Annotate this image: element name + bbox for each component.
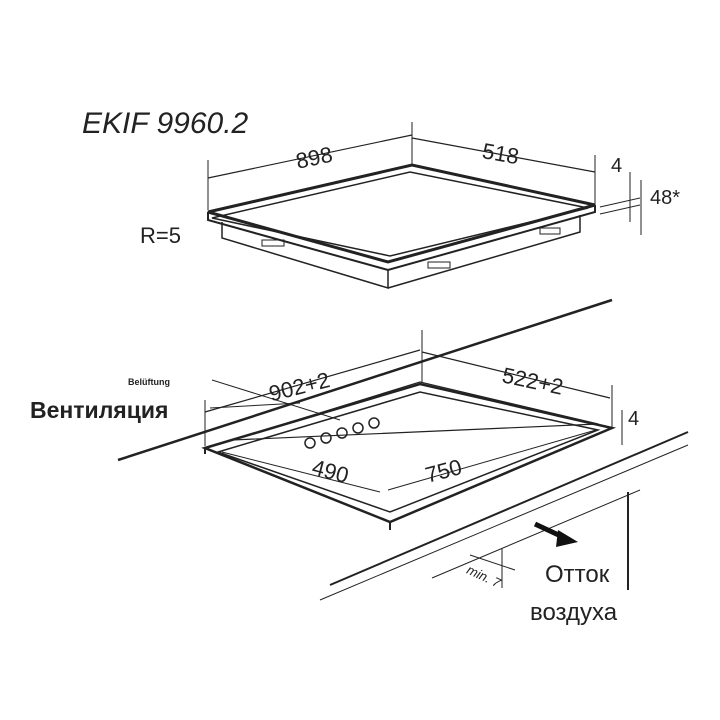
airflow-label-line2: воздуха [530, 599, 618, 626]
ventilation-label: Вентиляция [30, 397, 168, 423]
vent-holes [304, 417, 380, 449]
dim-750-label: 750 [423, 454, 465, 488]
airflow-label-line1: Отток [545, 561, 610, 588]
worktop [117, 298, 689, 601]
hob-depth-label: 518 [480, 138, 521, 169]
hob-width-label: 898 [294, 142, 335, 174]
cutout [201, 381, 617, 530]
cutout-dimension-lines [204, 330, 623, 493]
min-gap-marker [469, 548, 516, 588]
hob-body [207, 163, 596, 290]
cutout-depth-label: 522+2 [500, 362, 566, 399]
cutout-depth-inner-label: 4 [628, 408, 639, 430]
hob-dimension-lines [207, 122, 642, 235]
glass-thickness-label: 4 [611, 155, 622, 177]
min-gap-label: min. 7 [465, 562, 504, 591]
radius-label: R=5 [140, 223, 181, 248]
hob-height-label: 48* [650, 187, 680, 209]
model-title: EKIF 9960.2 [82, 107, 249, 140]
ventilation-de-label: Belüftung [128, 377, 170, 387]
dim-490-label: 490 [309, 454, 351, 488]
airflow-arrow-icon [533, 521, 578, 547]
